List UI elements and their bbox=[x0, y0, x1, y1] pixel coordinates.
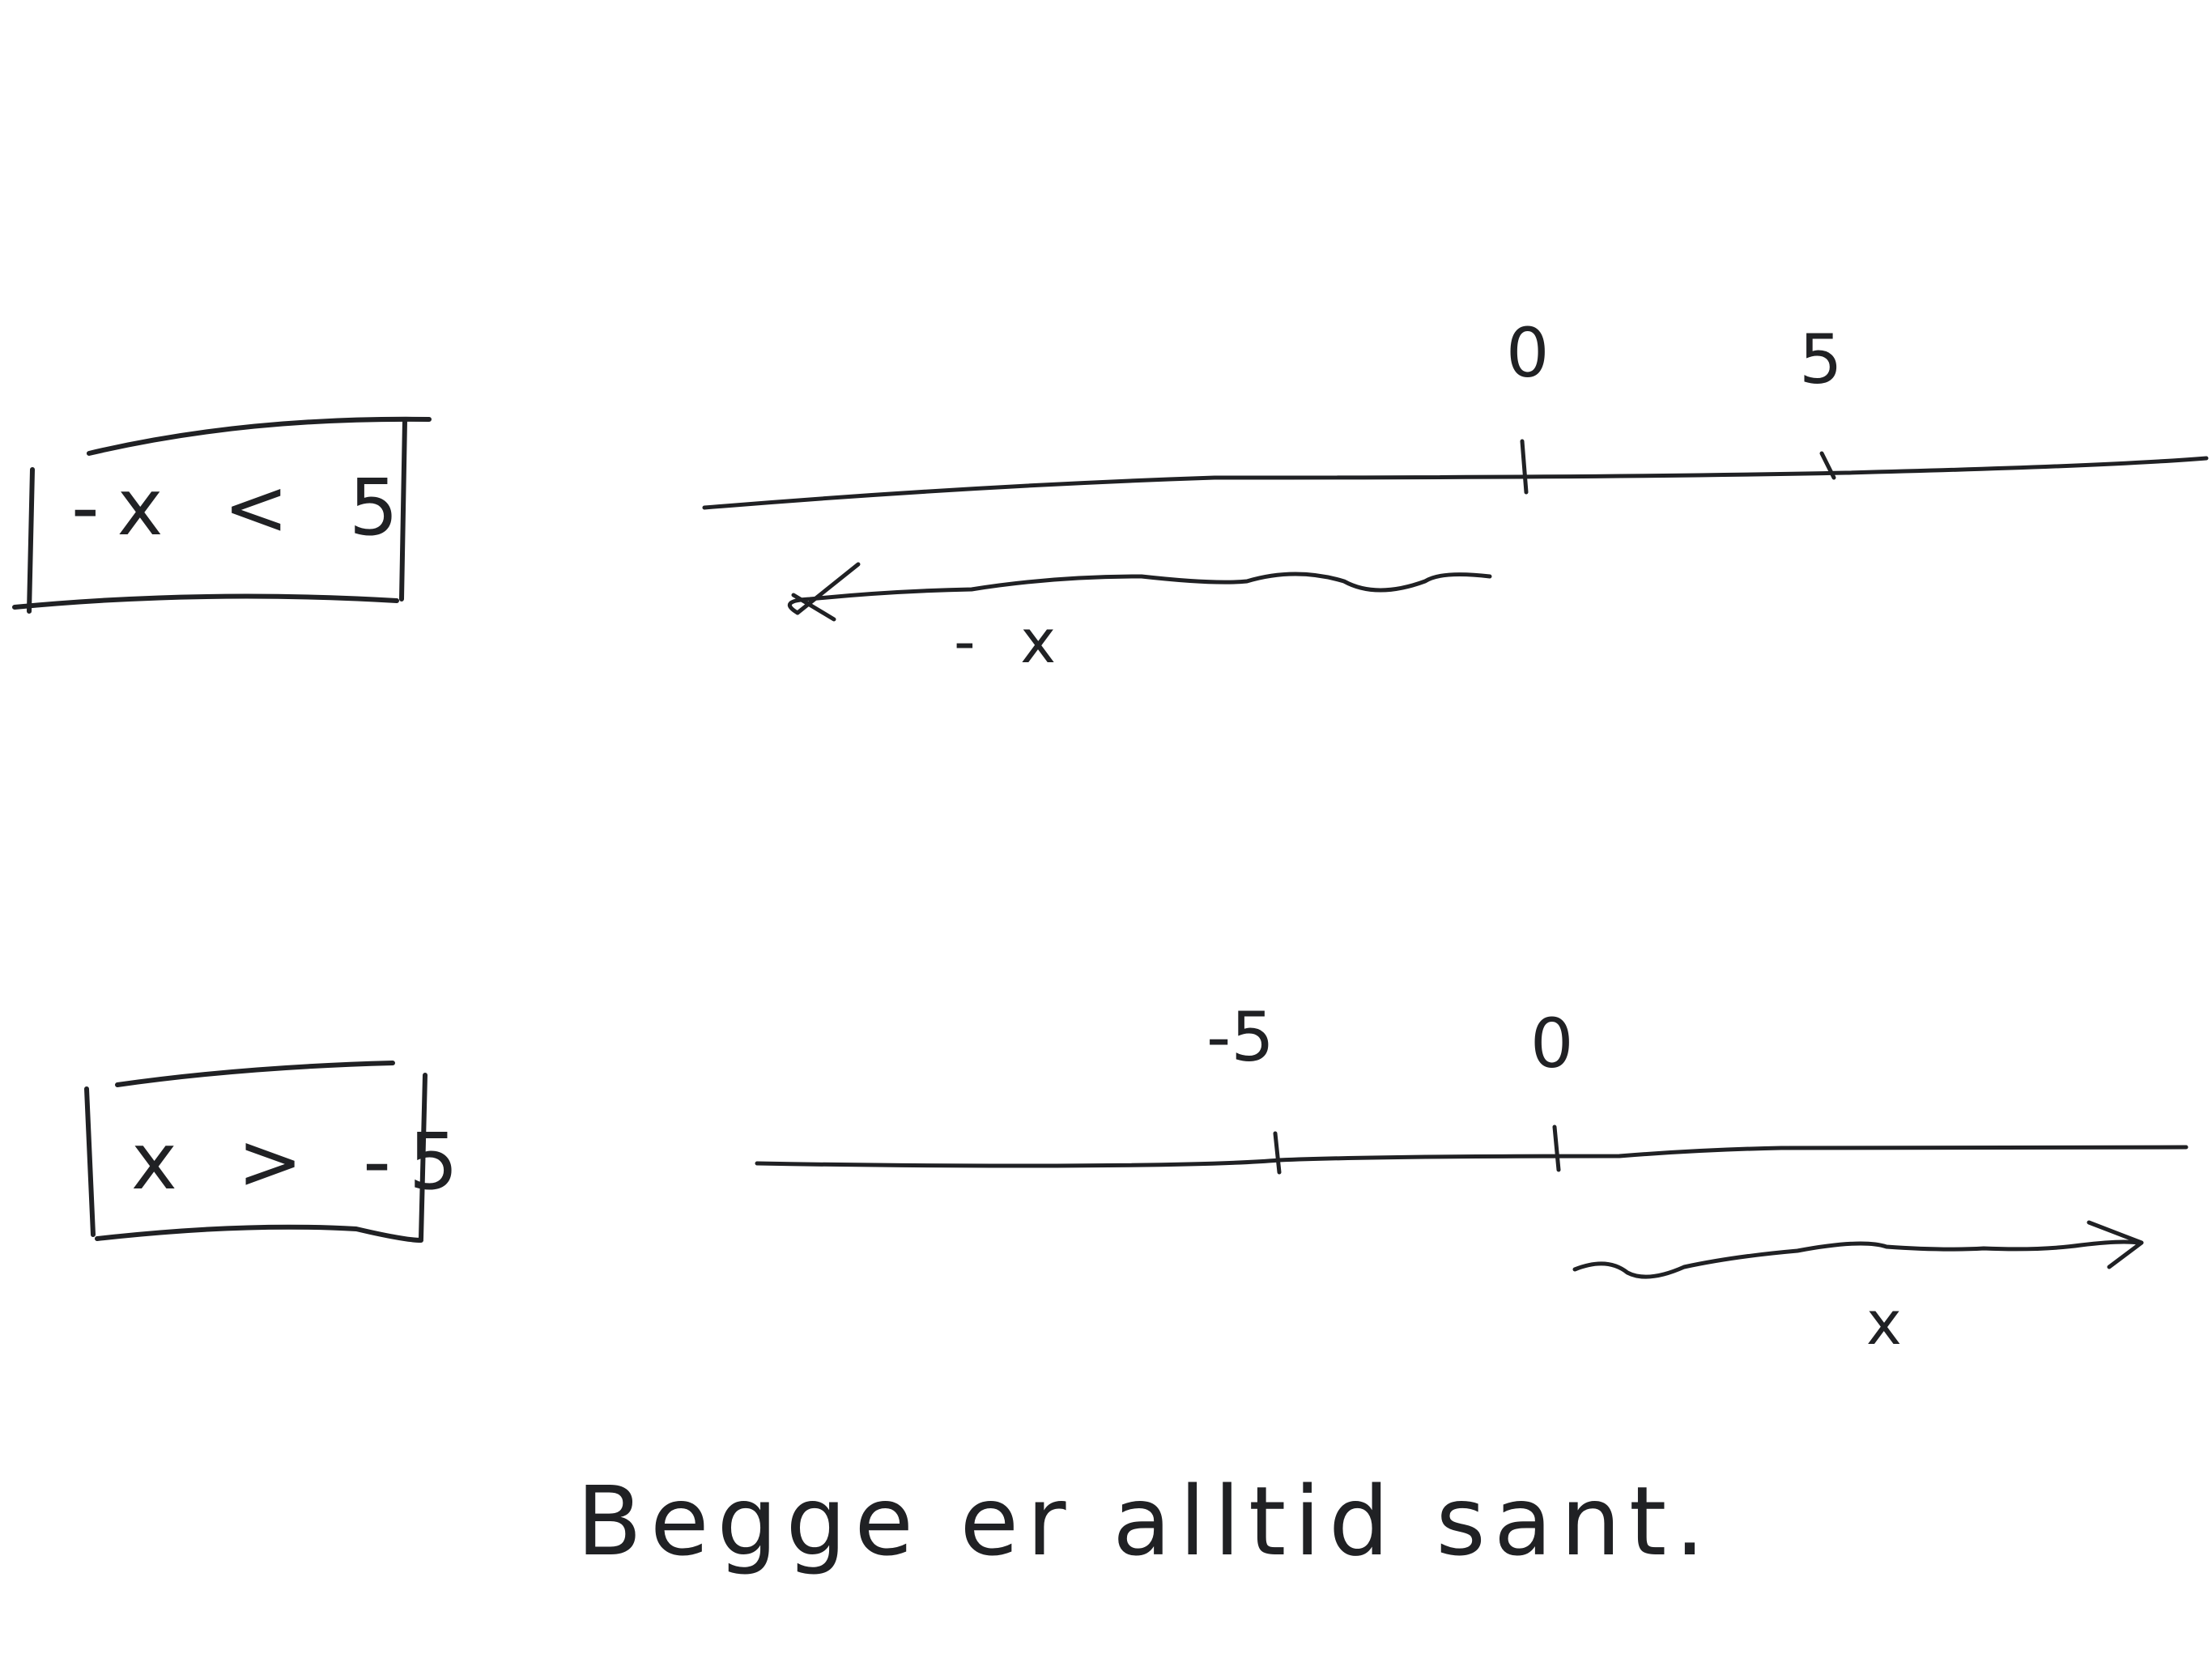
tick-label-0: 0 bbox=[1506, 313, 1549, 393]
conclusion-text: Begge er alltid sant. bbox=[576, 1465, 1713, 1577]
number-line-2: -5 0 bbox=[755, 997, 2189, 1175]
tick-mark-0 bbox=[1520, 439, 1529, 495]
direction-label-2: x bbox=[1866, 1289, 1915, 1358]
tick-label-5: 5 bbox=[1799, 320, 1842, 399]
direction-arrow-right: x bbox=[1572, 1220, 2144, 1358]
inequality-text-2: x > -5 bbox=[131, 1116, 476, 1207]
panel-1: -x < 5 0 5 - x bbox=[12, 313, 2209, 677]
direction-label-1: - x bbox=[954, 607, 1069, 677]
number-line-1: 0 5 bbox=[702, 313, 2209, 510]
inequality-box-1: -x < 5 bbox=[12, 416, 432, 614]
tick-mark-0-b bbox=[1552, 1124, 1561, 1172]
tick-label-minus5: -5 bbox=[1206, 997, 1274, 1077]
tick-label-0-b: 0 bbox=[1530, 1004, 1573, 1083]
panel-2: x > -5 -5 0 x bbox=[84, 997, 2189, 1358]
inequality-box-2: x > -5 bbox=[84, 1061, 476, 1243]
tick-mark-5 bbox=[1819, 451, 1836, 480]
tick-mark-minus5 bbox=[1273, 1131, 1282, 1175]
inequality-text-1: -x < 5 bbox=[71, 462, 416, 553]
direction-arrow-left: - x bbox=[787, 562, 1492, 677]
